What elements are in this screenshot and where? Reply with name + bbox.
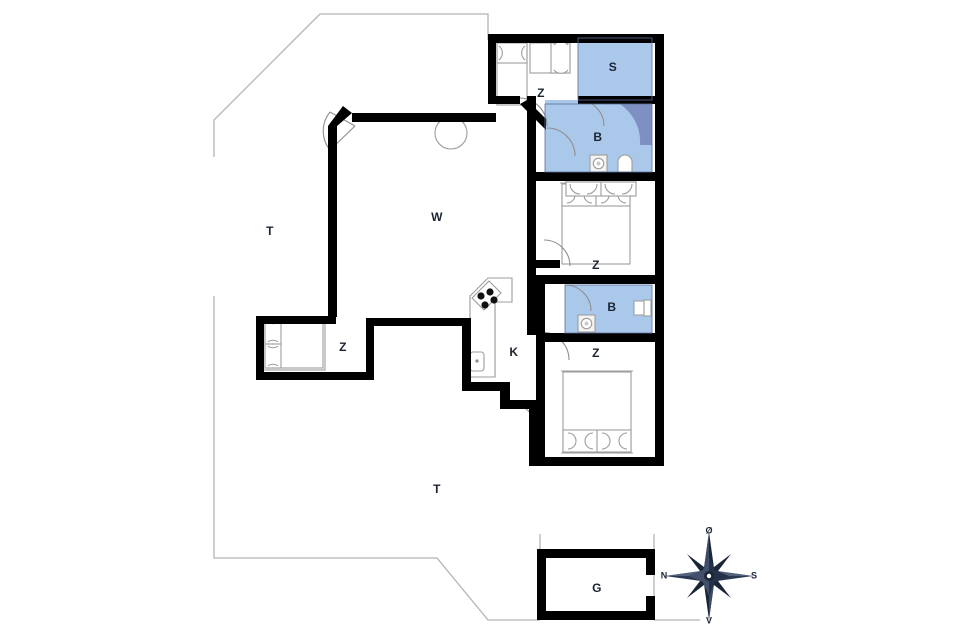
room-label-bedroom-south: Z: [592, 346, 600, 360]
room-label-bathroom-north: B: [593, 130, 602, 144]
room-label-living-room: W: [431, 210, 443, 224]
bed-north-a: [496, 42, 528, 106]
wet-room-edges: [544, 37, 653, 334]
bed-west-a: [262, 317, 326, 371]
room-label-kitchen: K: [509, 345, 518, 359]
room-label-bedroom-mid: Z: [592, 258, 600, 272]
room-label-bathroom-south: B: [607, 300, 616, 314]
room-label-sauna: S: [609, 60, 618, 74]
bed-north-b: [529, 41, 571, 74]
sauna-fill: [578, 38, 652, 100]
washing-machine-south: [577, 314, 596, 333]
compass-label-east: Ø: [705, 525, 712, 535]
kitchen-sink: [469, 351, 485, 372]
toilet-north: [617, 154, 633, 173]
room-label-terrace-south: T: [433, 482, 441, 496]
room-labels: T W K Z Z Z Z S B B T G: [266, 60, 617, 595]
room-label-terrace-north: T: [266, 224, 274, 238]
door-bathroom-north[interactable]: [546, 127, 576, 157]
compass-label-north: N: [661, 570, 668, 580]
stove-four-burner: [471, 280, 502, 311]
compass-label-west: V: [706, 615, 712, 625]
room-label-garage: G: [592, 581, 602, 595]
room-label-bedroom-north: Z: [537, 86, 545, 100]
washing-machine-north: [589, 154, 608, 173]
compass-rose: Ø N S V: [661, 525, 757, 625]
door-bedroom-mid[interactable]: [543, 239, 571, 267]
terrace-outline: [213, 13, 700, 621]
room-label-bedroom-west: Z: [339, 340, 347, 354]
toilet-south: [633, 299, 652, 317]
compass-label-south: S: [751, 570, 757, 580]
shower-corner: [612, 100, 652, 145]
bed-south: [561, 370, 633, 454]
furniture-layer: [262, 41, 652, 454]
